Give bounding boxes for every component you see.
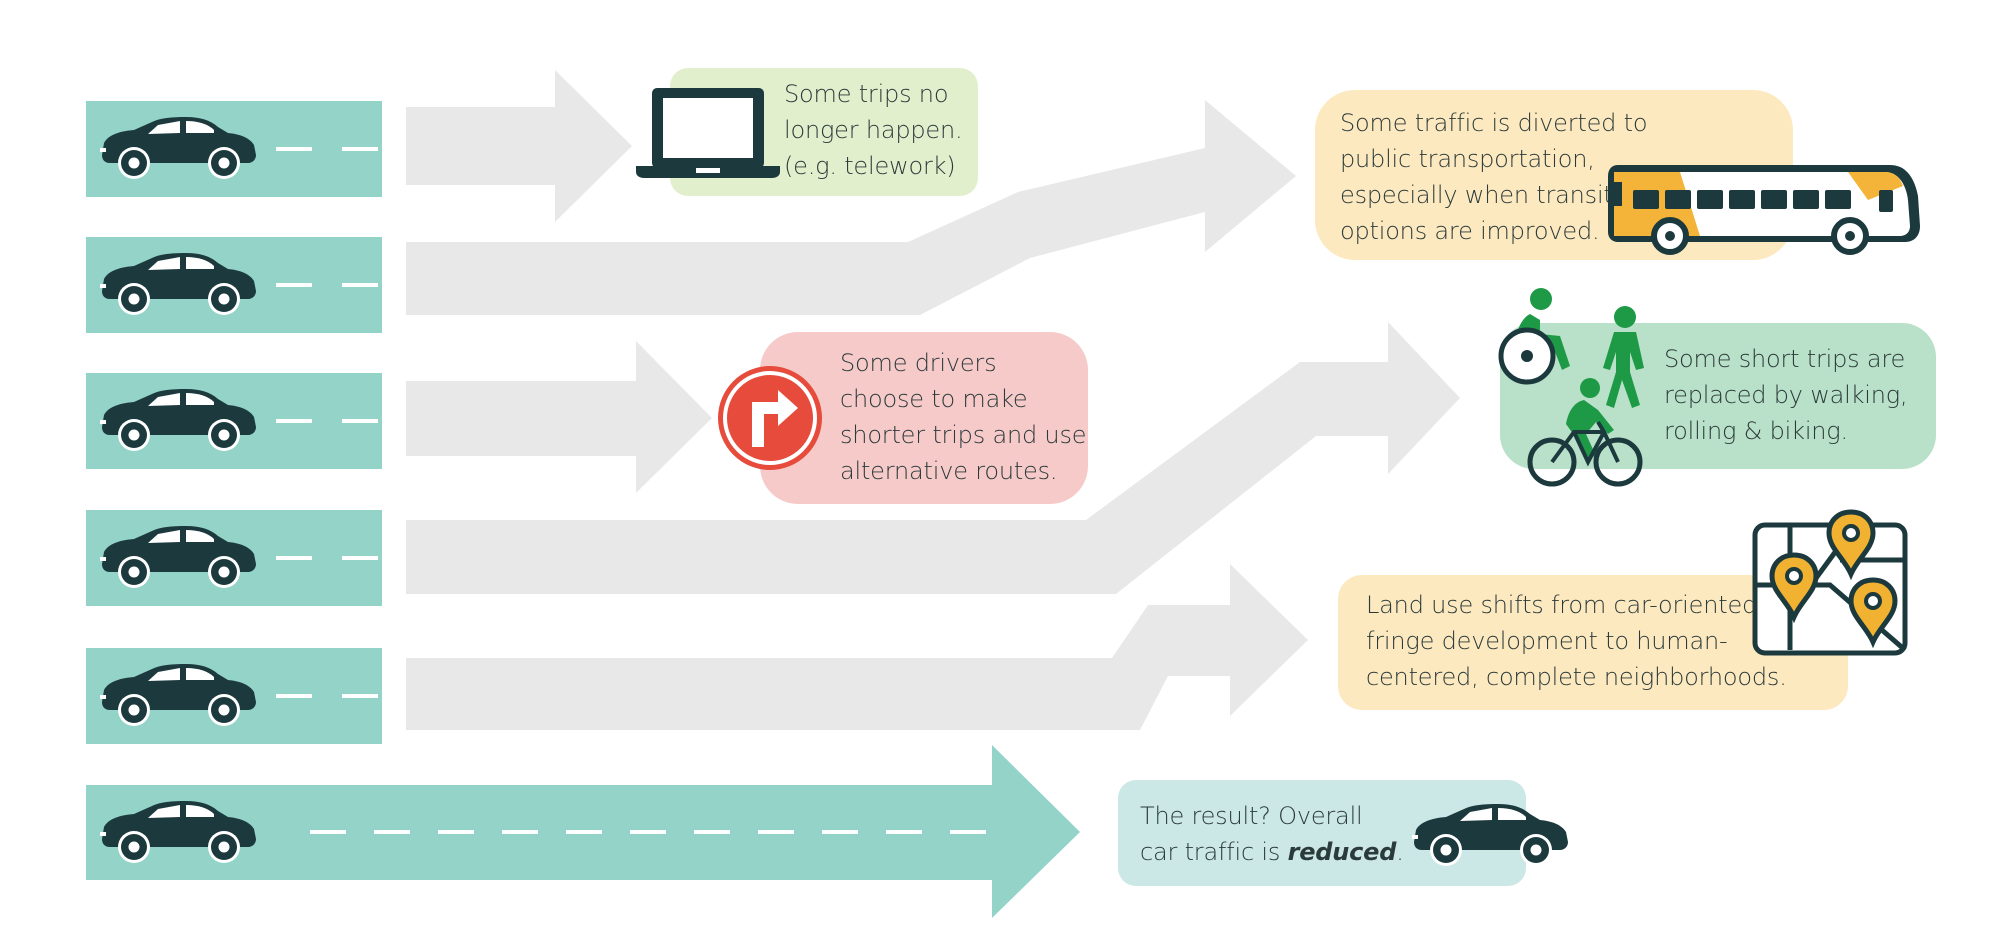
callout-line: especially when transit xyxy=(1340,181,1613,209)
arrow-transit xyxy=(406,100,1296,315)
result-prefix: car traffic is xyxy=(1140,838,1288,866)
arrow-telework xyxy=(406,70,632,222)
callout-line: public transportation, xyxy=(1340,145,1595,173)
callout-line: rolling & biking. xyxy=(1664,417,1848,445)
active-callout-text: Some short trips are replaced by walking… xyxy=(1664,341,1908,449)
arrow-active-transport xyxy=(406,322,1460,594)
callout-line: options are improved. xyxy=(1340,217,1600,245)
result-callout-text: The result? Overall car traffic is reduc… xyxy=(1140,798,1404,870)
callout-line: centered, complete neighborhoods. xyxy=(1366,663,1787,691)
map-with-pins-icon xyxy=(1752,509,1908,656)
callout-line: (e.g. telework) xyxy=(784,152,956,180)
callout-line: Some drivers xyxy=(840,349,997,377)
arrow-land-use xyxy=(406,564,1308,730)
result-callout-box xyxy=(1118,780,1526,886)
main-road-arrow xyxy=(86,745,1080,918)
arrow-shorter-trips xyxy=(406,341,712,493)
bus-icon xyxy=(1608,165,1920,255)
right-turn-sign-icon xyxy=(718,366,822,470)
callout-line: The result? Overall xyxy=(1140,802,1363,830)
callout-line: shorter trips and use xyxy=(840,421,1087,449)
callout-line: fringe development to human- xyxy=(1366,627,1728,655)
pedestrian-icon xyxy=(1603,306,1644,408)
land-use-callout-box xyxy=(1338,575,1848,710)
laptop-icon xyxy=(636,88,780,178)
callout-line: alternative routes. xyxy=(840,457,1058,485)
result-suffix: . xyxy=(1396,838,1404,866)
callout-line: Some traffic is diverted to xyxy=(1340,109,1648,137)
shorter-trips-callout-box xyxy=(760,332,1088,504)
shorter-trips-callout-text: Some drivers choose to make shorter trip… xyxy=(840,345,1087,489)
transit-callout-text: Some traffic is diverted to public trans… xyxy=(1340,105,1648,249)
land-use-callout-text: Land use shifts from car-oriented fringe… xyxy=(1366,587,1787,695)
callout-line: replaced by walking, xyxy=(1664,381,1908,409)
callout-line: car traffic is reduced. xyxy=(1140,834,1404,870)
cyclist-icon xyxy=(1527,378,1643,487)
callout-line: Some short trips are xyxy=(1664,345,1906,373)
callout-line: Land use shifts from car-oriented xyxy=(1366,591,1758,619)
callout-line: Some trips no xyxy=(784,80,949,108)
result-emphasis: reduced xyxy=(1287,838,1397,866)
wheelchair-user-icon xyxy=(1498,288,1570,385)
telework-callout-text: Some trips no longer happen. (e.g. telew… xyxy=(784,76,963,184)
callout-line: longer happen. xyxy=(784,116,963,144)
callout-line: choose to make xyxy=(840,385,1028,413)
